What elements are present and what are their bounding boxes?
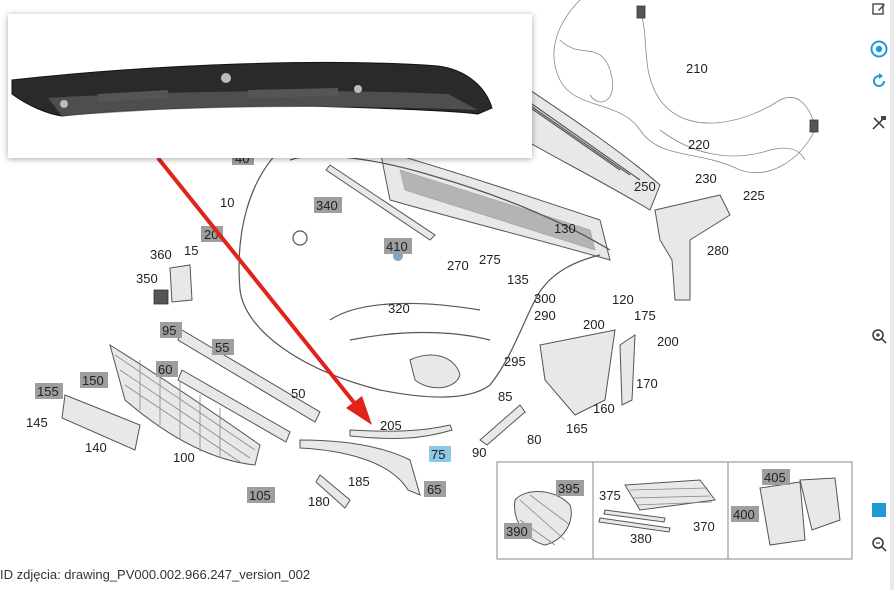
- mounting-hole: [354, 85, 362, 93]
- callout-205: 205: [380, 418, 402, 433]
- inset-panel: [496, 461, 853, 560]
- callouts: 40 20 95 60 55 155 150 105 65 340 410 39…: [26, 61, 790, 546]
- callout-340: 340: [316, 198, 338, 213]
- trim-180: [315, 474, 351, 509]
- callout-150: 150: [82, 373, 104, 388]
- wiring-harness: [553, 0, 816, 173]
- callout-105: 105: [249, 488, 271, 503]
- callout-400: 400: [733, 507, 755, 522]
- image-id-caption: ID zdjęcia: drawing_PV000.002.966.247_ve…: [0, 567, 311, 582]
- red-arrow: [156, 156, 372, 425]
- callout-300: 300: [534, 291, 556, 306]
- callout-375: 375: [599, 488, 621, 503]
- callout-275: 275: [479, 252, 501, 267]
- callout-395: 395: [558, 481, 580, 496]
- mounting-hole: [60, 100, 68, 108]
- callout-15: 15: [184, 243, 198, 258]
- right-toolbar: [870, 0, 894, 590]
- callout-220: 220: [688, 137, 710, 152]
- mounting-hole: [221, 73, 231, 83]
- callout-280: 280: [707, 243, 729, 258]
- callout-230: 230: [695, 171, 717, 186]
- callout-155: 155: [37, 384, 59, 399]
- callout-55: 55: [215, 340, 229, 355]
- callout-135: 135: [507, 272, 529, 287]
- callout-60: 60: [158, 362, 172, 377]
- scrollbar[interactable]: [890, 0, 894, 590]
- bracket-360: [169, 264, 193, 303]
- callout-200-right: 200: [657, 334, 679, 349]
- side-bracket: [654, 194, 731, 301]
- callout-80: 80: [527, 432, 541, 447]
- callout-405: 405: [764, 470, 786, 485]
- callout-290: 290: [534, 308, 556, 323]
- trim-90: [479, 404, 526, 446]
- lower-mesh-grille: [109, 343, 261, 466]
- callout-120: 120: [612, 292, 634, 307]
- lower-strip-2: [177, 369, 291, 443]
- callout-100: 100: [173, 450, 195, 465]
- callout-95: 95: [162, 323, 176, 338]
- refresh-icon[interactable]: [870, 72, 888, 90]
- callout-225: 225: [743, 188, 765, 203]
- wire-off-icon[interactable]: [870, 114, 888, 132]
- callout-185: 185: [348, 474, 370, 489]
- callout-210: 210: [686, 61, 708, 76]
- callout-175: 175: [634, 308, 656, 323]
- callout-160: 160: [593, 401, 615, 416]
- callout-320: 320: [388, 301, 410, 316]
- callout-270: 270: [447, 258, 469, 273]
- callout-350: 350: [136, 271, 158, 286]
- scroll-thumb[interactable]: [872, 503, 886, 517]
- lower-trim-75: [299, 439, 421, 496]
- harness-plug: [636, 5, 646, 19]
- callout-85: 85: [498, 389, 512, 404]
- callout-65: 65: [427, 482, 441, 497]
- callout-90: 90: [472, 445, 486, 460]
- callout-250: 250: [634, 179, 656, 194]
- callout-180: 180: [308, 494, 330, 509]
- side-trim: [619, 334, 636, 406]
- callout-410: 410: [386, 239, 408, 254]
- callout-165: 165: [566, 421, 588, 436]
- corner-bracket: [539, 329, 616, 416]
- strip-340: [325, 164, 436, 241]
- license-plate-bracket: [61, 394, 141, 451]
- zoom-in-icon[interactable]: [870, 327, 888, 345]
- trim-part-photo: [11, 61, 493, 117]
- target-icon[interactable]: [870, 40, 888, 58]
- callout-360: 360: [150, 247, 172, 262]
- callout-10: 10: [220, 195, 234, 210]
- pencil-square-icon[interactable]: [870, 0, 888, 18]
- callout-295: 295: [504, 354, 526, 369]
- part-350: [153, 289, 169, 305]
- callout-140: 140: [85, 440, 107, 455]
- callout-170: 170: [636, 376, 658, 391]
- callout-75: 75: [431, 447, 445, 462]
- callout-130: 130: [554, 221, 576, 236]
- parts-diagram: 40 20 95 60 55 155 150 105 65 340 410 39…: [26, 0, 853, 560]
- zoom-out-icon[interactable]: [870, 535, 888, 553]
- callout-50: 50: [291, 386, 305, 401]
- callout-390: 390: [506, 524, 528, 539]
- trim-205: [349, 424, 453, 439]
- callout-200-left: 200: [583, 317, 605, 332]
- callout-145: 145: [26, 415, 48, 430]
- product-photo-inset: [8, 14, 532, 158]
- callout-380: 380: [630, 531, 652, 546]
- upper-grille: [489, 69, 661, 211]
- callout-370: 370: [693, 519, 715, 534]
- harness-plug: [809, 119, 819, 133]
